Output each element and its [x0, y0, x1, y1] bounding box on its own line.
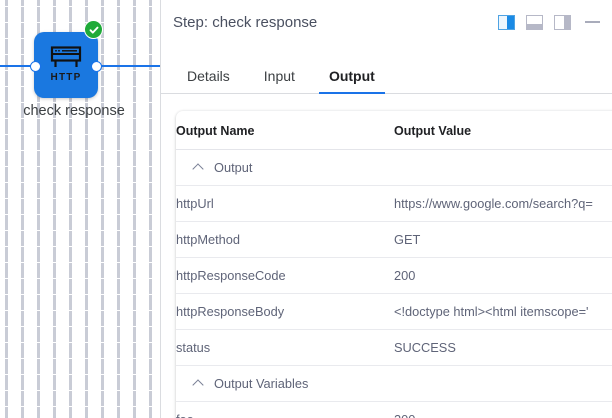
table-group-row[interactable]: Output — [176, 149, 612, 186]
output-name-httpurl: httpUrl — [176, 185, 394, 222]
table-header-row: Output Name Output Value — [176, 111, 612, 150]
panel-tabs: Details Input Output — [161, 44, 612, 94]
group-cell: Output — [176, 149, 612, 186]
output-name-httpresponsecode: httpResponseCode — [176, 257, 394, 294]
layout-split-icon[interactable] — [498, 14, 515, 30]
layout-split-icon-fill — [507, 15, 514, 29]
tab-details[interactable]: Details — [187, 68, 230, 84]
tab-output[interactable]: Output — [317, 68, 387, 94]
output-name-foo: foo — [176, 402, 394, 418]
output-card: Output Name Output Value Output — [176, 111, 612, 418]
edge-outgoing — [95, 65, 160, 67]
group-label-output: Output — [214, 160, 253, 175]
output-name-status: status — [176, 329, 394, 366]
check-circle-icon — [84, 20, 103, 39]
node-label: check response — [23, 103, 125, 119]
table-row: httpUrl https://www.google.com/search?q= — [176, 185, 612, 222]
panel-title: Step: check response — [173, 13, 318, 31]
edge-incoming — [0, 65, 40, 67]
node-icon-label: HTTP — [50, 72, 82, 83]
group-label-output-variables: Output Variables — [214, 376, 309, 391]
node-output-port[interactable] — [91, 61, 102, 72]
workflow-canvas[interactable]: HTTP check response — [0, 0, 161, 418]
panel-header-actions — [498, 14, 602, 30]
panel-header: Step: check response — [161, 0, 612, 44]
layout-right-icon-fill — [564, 15, 570, 29]
chevron-up-icon[interactable] — [194, 378, 205, 389]
chevron-up-icon[interactable] — [194, 162, 205, 173]
table-group-row[interactable]: Output Variables — [176, 365, 612, 402]
output-name-httpmethod: httpMethod — [176, 221, 394, 258]
tab-input[interactable]: Input — [263, 68, 295, 84]
output-value-status: SUCCESS — [394, 329, 612, 366]
table-row: httpMethod GET — [176, 221, 612, 258]
node-input-port[interactable] — [30, 61, 41, 72]
column-header-output-value: Output Value — [394, 111, 612, 150]
table-row: status SUCCESS — [176, 329, 612, 366]
minimize-icon[interactable] — [585, 21, 600, 23]
table-row: foo 200 — [176, 402, 612, 418]
http-node-icon: HTTP — [34, 45, 98, 83]
table-row: httpResponseBody <!doctype html><html it… — [176, 293, 612, 330]
output-table: Output Name Output Value Output — [176, 111, 612, 418]
group-cell: Output Variables — [176, 365, 612, 402]
output-value-httpurl: https://www.google.com/search?q= — [394, 185, 612, 222]
layout-bottom-icon[interactable] — [526, 14, 543, 30]
output-value-foo: 200 — [394, 402, 612, 418]
table-row: httpResponseCode 200 — [176, 257, 612, 294]
output-value-httpmethod: GET — [394, 221, 612, 258]
layout-bottom-icon-fill — [527, 23, 542, 29]
panel-body: Output Name Output Value Output — [161, 94, 612, 418]
layout-right-icon[interactable] — [554, 14, 571, 30]
output-value-httpresponsebody: <!doctype html><html itemscope=' — [394, 293, 612, 330]
output-name-httpresponsebody: httpResponseBody — [176, 293, 394, 330]
output-value-httpresponsecode: 200 — [394, 257, 612, 294]
column-header-output-name: Output Name — [176, 111, 394, 150]
step-details-panel: Step: check response Details Input Outpu… — [161, 0, 612, 418]
workflow-node-check-response[interactable]: HTTP — [34, 32, 98, 98]
